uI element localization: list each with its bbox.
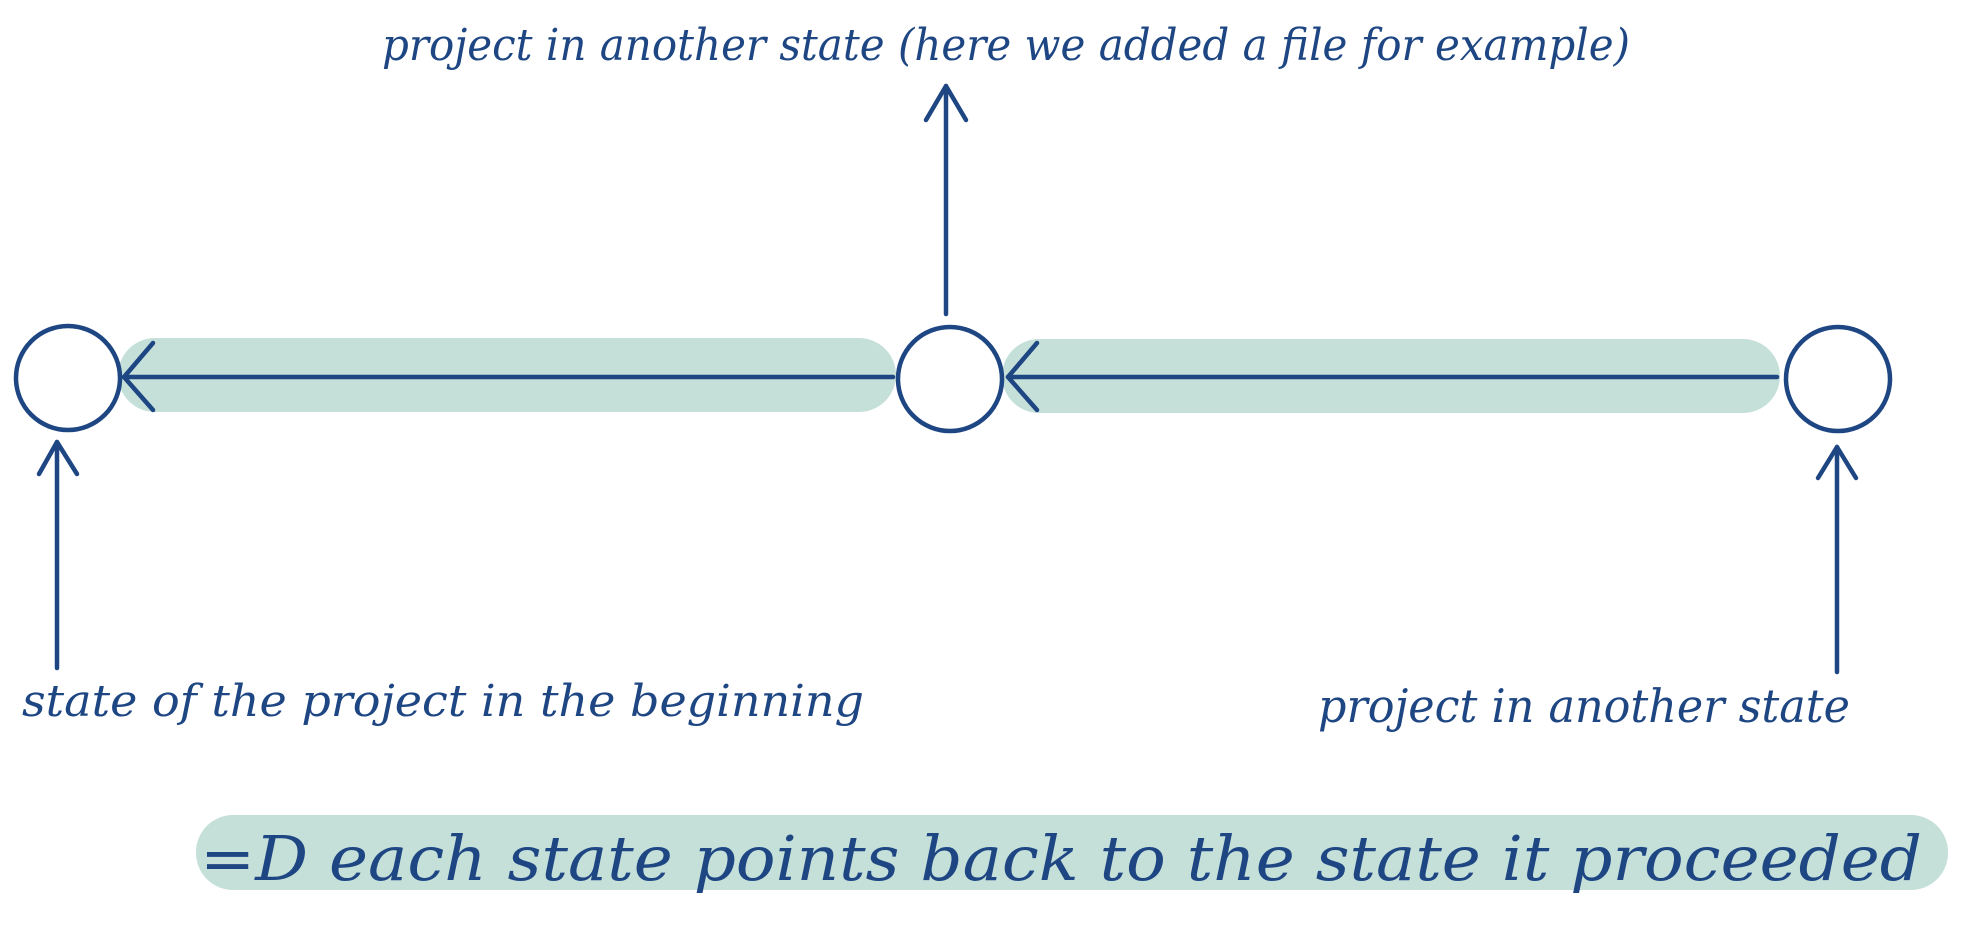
state-node-first xyxy=(13,323,123,433)
label-beginning-state: state of the project in the beginning xyxy=(22,676,864,727)
label-conclusion: =D each state points back to the state i… xyxy=(200,822,1922,895)
arrowhead-up-middle xyxy=(923,83,969,123)
arrowhead-middle xyxy=(1005,340,1040,413)
highlight-band-conclusion xyxy=(196,815,1948,890)
arrowhead-up-first xyxy=(36,439,80,477)
arrowhead-up-last xyxy=(1815,444,1859,481)
state-node-middle xyxy=(895,324,1005,434)
state-node-last xyxy=(1783,324,1893,434)
arrowhead-first xyxy=(121,340,156,413)
label-top-state: project in another state (here we added … xyxy=(382,20,1630,71)
label-another-state: project in another state xyxy=(1318,679,1850,733)
